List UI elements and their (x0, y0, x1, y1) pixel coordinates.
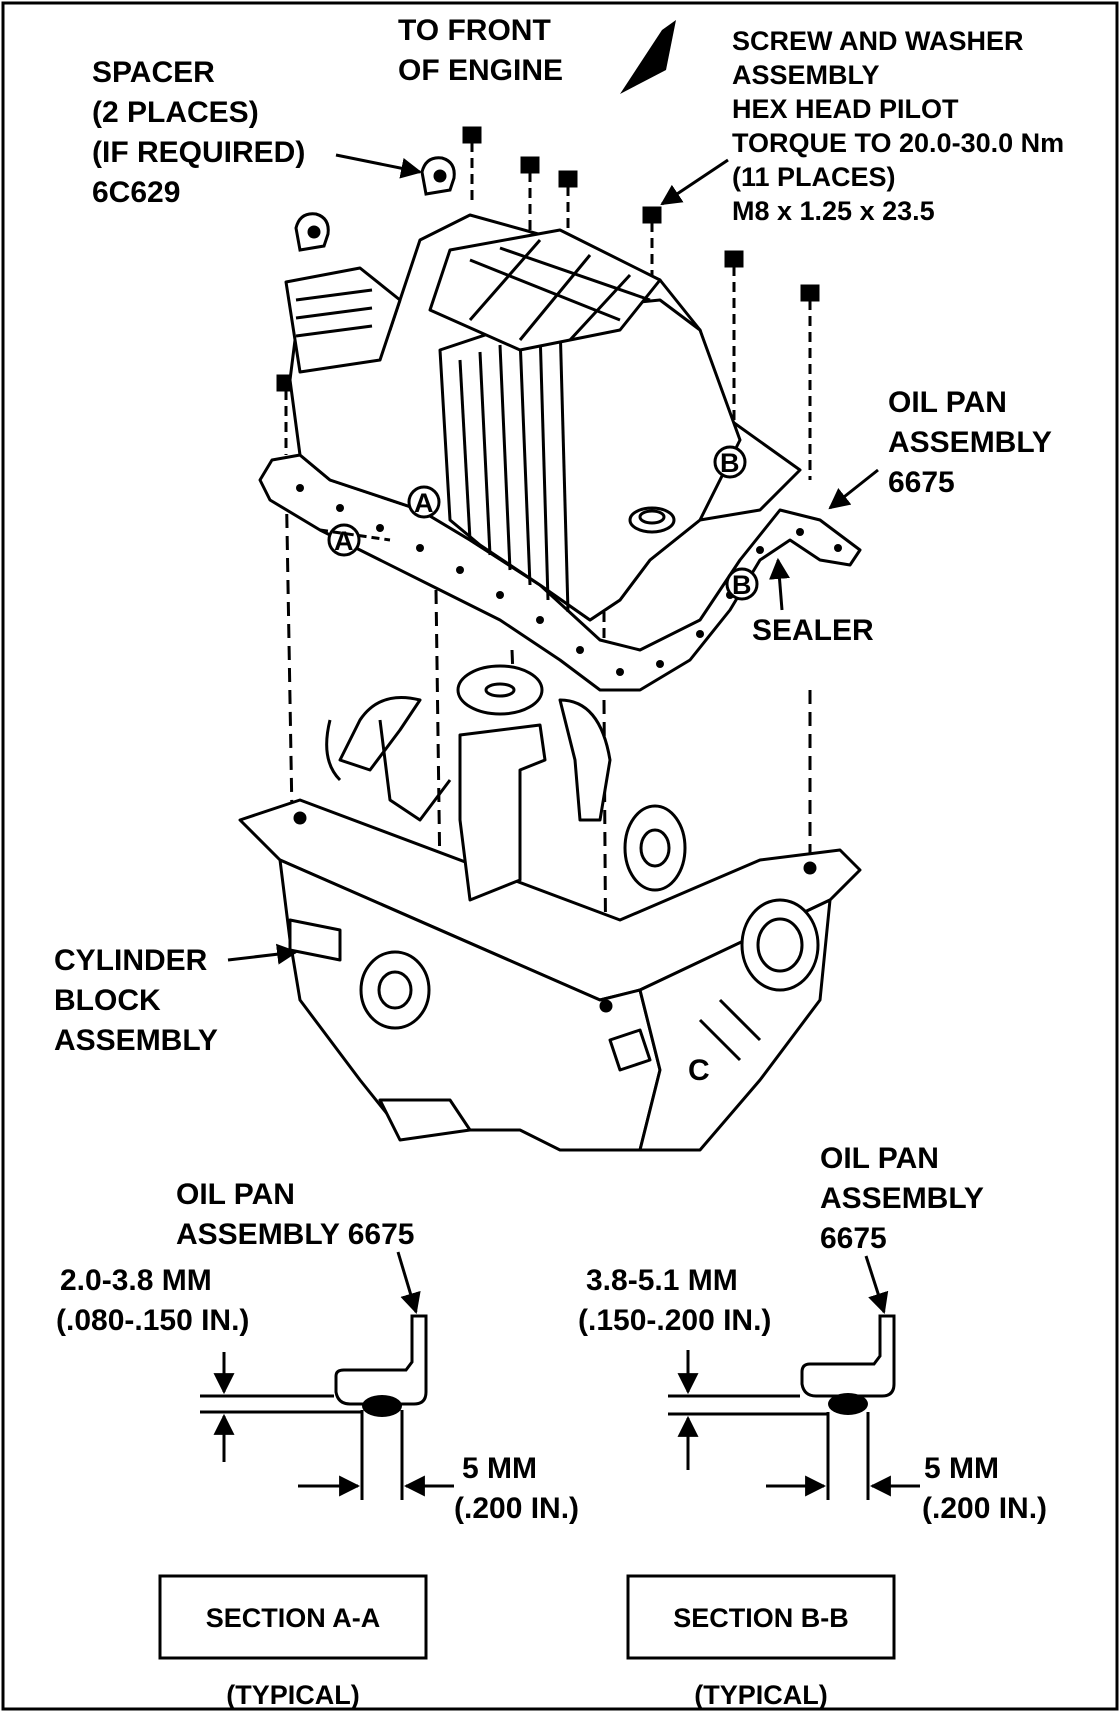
cylinder-block-label-line1: CYLINDER (54, 944, 208, 977)
section-a-width-line2: (.200 IN.) (454, 1492, 579, 1525)
section-b-gap-line1: 3.8-5.1 MM (586, 1264, 738, 1297)
to-front-label-line2: OF ENGINE (398, 54, 563, 87)
section-a-sealer-bead (362, 1395, 402, 1417)
spacer-label-line4: 6C629 (92, 176, 180, 209)
section-a-note: (TYPICAL) (226, 1680, 359, 1710)
screw-label-line3: HEX HEAD PILOT (732, 94, 959, 124)
oil-pan-illustration (258, 213, 862, 692)
screw-label-line1: SCREW AND WASHER (732, 26, 1024, 56)
marker-a-circle (407, 485, 441, 519)
section-a-title-box (158, 1574, 428, 1660)
section-b-gap-line2: (.150-.200 IN.) (578, 1304, 771, 1337)
spacer-leader (335, 153, 423, 179)
section-b-width-line1: 5 MM (924, 1452, 999, 1485)
section-a-title: SECTION A-A (206, 1603, 381, 1633)
bolt-icon (462, 126, 482, 205)
oil-pan-label-line2: ASSEMBLY (888, 426, 1052, 459)
to-front-label-line1: TO FRONT (398, 14, 551, 47)
spacer-label-line3: (IF REQUIRED) (92, 136, 305, 169)
section-a-detail: OIL PAN ASSEMBLY 6675 2.0-3.8 MM (.080-.… (56, 1178, 579, 1710)
section-b-part-line3: 6675 (820, 1222, 887, 1255)
section-a-gap-line2: (.080-.150 IN.) (56, 1304, 249, 1337)
front-direction-arrow-icon (620, 20, 676, 94)
cylinder-block-leader (227, 943, 299, 965)
cylinder-block-illustration (238, 664, 862, 1152)
spacer-label-line2: (2 PLACES) (92, 96, 259, 129)
marker-a-label: A (414, 488, 434, 518)
spacer-label-line1: SPACER (92, 56, 215, 89)
oil-pan-sump (438, 298, 742, 622)
screw-label-line5: (11 PLACES) (732, 162, 896, 192)
bolt-icon (558, 170, 578, 240)
bolt-icon (724, 250, 744, 430)
section-a-gap-line1: 2.0-3.8 MM (60, 1264, 212, 1297)
section-b-note: (TYPICAL) (694, 1680, 827, 1710)
marker-b-label: B (732, 570, 752, 600)
section-b-title: SECTION B-B (673, 1603, 849, 1633)
oil-pan-leader (828, 468, 879, 510)
screw-label-line4: TORQUE TO 20.0-30.0 Nm (732, 128, 1064, 158)
screw-leader (660, 158, 729, 206)
bolt-icon (642, 206, 662, 275)
marker-b-circle (713, 445, 747, 479)
section-a-pan-profile (334, 1314, 428, 1406)
spacer-parts (294, 156, 456, 252)
section-b-part-line2: ASSEMBLY (820, 1182, 984, 1215)
cylinder-block-label-line3: ASSEMBLY (54, 1024, 218, 1057)
section-b-detail: OIL PAN ASSEMBLY 6675 3.8-5.1 MM (.150-.… (578, 1142, 1047, 1710)
marker-b-label: B (720, 448, 740, 478)
oil-pan-label-line3: 6675 (888, 466, 955, 499)
section-b-title-box (626, 1574, 896, 1660)
section-a-part-line2: ASSEMBLY 6675 (176, 1218, 414, 1251)
bolt-icon (276, 374, 296, 816)
sealer-leader (769, 557, 790, 611)
marker-c-label: C (688, 1054, 710, 1087)
oil-pan-label-line1: OIL PAN (888, 386, 1007, 419)
oil-pan-front-box (284, 266, 402, 374)
bolt-icon (800, 284, 820, 860)
screw-label-line2: ASSEMBLY (732, 60, 880, 90)
section-b-sealer-bead (828, 1393, 868, 1415)
screw-label-line6: M8 x 1.25 x 23.5 (732, 196, 935, 226)
section-a-width-line1: 5 MM (462, 1452, 537, 1485)
section-b-pan-profile (800, 1314, 896, 1398)
cylinder-block-label-line2: BLOCK (54, 984, 161, 1017)
bolt-icon (520, 156, 540, 230)
section-b-part-line1: OIL PAN (820, 1142, 939, 1175)
marker-b-circle (725, 567, 759, 601)
section-a-part-line1: OIL PAN (176, 1178, 295, 1211)
sealer-label: SEALER (752, 614, 874, 647)
section-markers: A A B B (319, 445, 759, 601)
block-body (278, 858, 662, 1152)
section-b-width-line2: (.200 IN.) (922, 1492, 1047, 1525)
oil-pump-pickup (458, 723, 547, 902)
marker-a-label: A (334, 526, 354, 556)
